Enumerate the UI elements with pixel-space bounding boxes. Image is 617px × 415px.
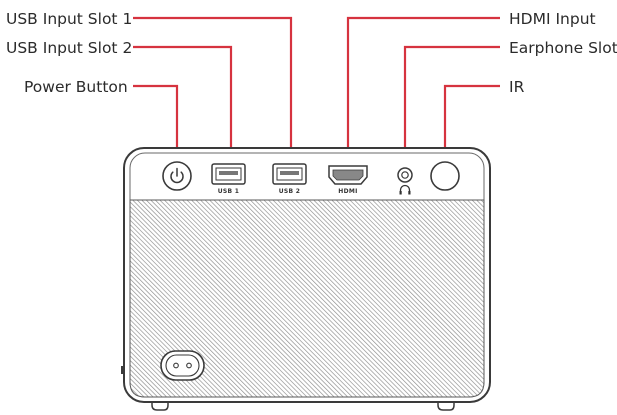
leader-power — [133, 84, 179, 160]
leader-ir — [443, 84, 500, 160]
leader-hdmi — [346, 16, 500, 160]
label-hdmi: HDMI Input — [509, 10, 596, 28]
earphone-jack — [397, 167, 413, 183]
power-button — [162, 161, 192, 191]
leader-earphone — [403, 45, 500, 160]
ir-sensor — [430, 161, 460, 191]
usb-port-2 — [272, 163, 307, 185]
port-label-hdmi: HDMI — [338, 188, 357, 195]
label-usb2: USB Input Slot 2 — [6, 39, 132, 57]
usb-port-1 — [211, 163, 246, 185]
power-icon — [170, 167, 184, 184]
ac-power-inlet — [160, 350, 205, 381]
hdmi-port — [328, 165, 368, 185]
leader-usb1 — [133, 16, 293, 160]
leader-usb2 — [133, 45, 233, 160]
device-body — [121, 147, 491, 403]
label-usb1: USB Input Slot 1 — [6, 10, 132, 28]
port-label-usb2: USB 2 — [279, 188, 301, 195]
label-power: Power Button — [24, 78, 128, 96]
label-ir: IR — [509, 78, 525, 96]
headphone-icon — [399, 184, 411, 195]
port-label-usb1: USB 1 — [218, 188, 240, 195]
label-earphone: Earphone Slot — [509, 39, 617, 57]
leader-lines — [133, 16, 500, 160]
speaker-grille — [129, 199, 485, 398]
